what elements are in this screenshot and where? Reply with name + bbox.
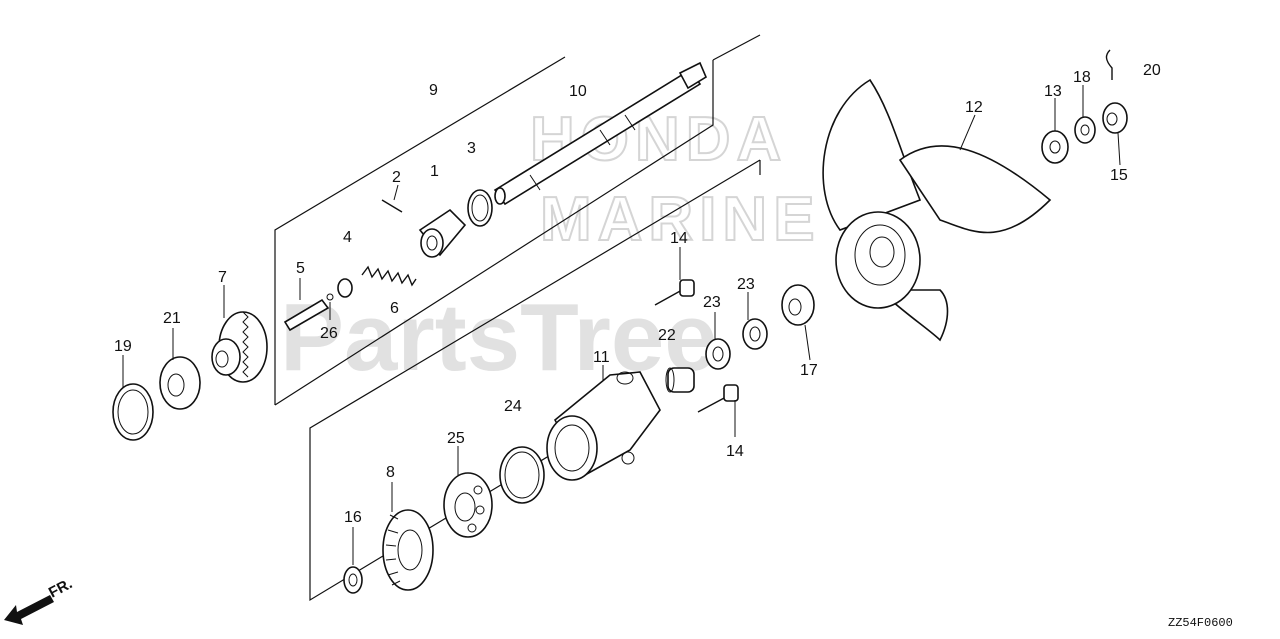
pinion-gear-part [211, 311, 268, 383]
thrust-washer-part-2 [742, 318, 768, 350]
callout-12: 12 [965, 99, 983, 116]
bolt-upper-part [654, 279, 695, 306]
callout-17: 17 [800, 362, 818, 379]
ring-part [467, 189, 493, 227]
spacer-part [781, 284, 815, 326]
front-direction-arrow-icon [4, 595, 54, 625]
watermark-brand-mid: MARINE [540, 185, 821, 254]
callout-16: 16 [344, 509, 362, 526]
callout-23-b: 23 [737, 276, 755, 293]
callout-5: 5 [296, 260, 305, 277]
bearing-housing-part [546, 371, 661, 481]
cotter-pin-part [1105, 49, 1113, 80]
callout-21: 21 [163, 310, 181, 327]
callout-25: 25 [447, 430, 465, 447]
bearing-part [443, 472, 493, 538]
sleeve-part [665, 367, 695, 393]
pin-part [381, 199, 403, 213]
spring-part [361, 265, 417, 287]
prop-washer-part [1041, 130, 1069, 164]
callout-10: 10 [569, 83, 587, 100]
callout-2: 2 [392, 169, 401, 186]
callout-20: 20 [1143, 62, 1161, 79]
propeller-part [822, 78, 1052, 342]
bevel-gear-part [382, 509, 434, 591]
watermark-site: PartsTree [280, 284, 718, 391]
shaft-part [493, 61, 708, 206]
callout-14-lower: 14 [726, 443, 744, 460]
callout-8: 8 [386, 464, 395, 481]
callout-9: 9 [429, 82, 438, 99]
thrust-washer-part [705, 338, 731, 370]
callout-22: 22 [658, 327, 676, 344]
callout-7: 7 [218, 269, 227, 286]
drawing-code: ZZ54F0600 [1168, 616, 1233, 630]
plain-washer-part [1074, 116, 1096, 144]
callout-15: 15 [1110, 167, 1128, 184]
callout-1: 1 [430, 163, 439, 180]
callout-3: 3 [467, 140, 476, 157]
callout-6: 6 [390, 300, 399, 317]
clutch-part [418, 208, 467, 258]
callout-14-upper: 14 [670, 230, 688, 247]
o-ring-part [499, 446, 545, 504]
callout-26: 26 [320, 325, 338, 342]
callout-11: 11 [593, 349, 610, 366]
bolt-lower-part [697, 384, 739, 413]
rod-part [283, 278, 353, 332]
washer-small-part [343, 566, 363, 594]
callout-24: 24 [504, 398, 522, 415]
group-outline-upper [274, 34, 761, 406]
washer-large-part [112, 383, 154, 441]
callout-23-a: 23 [703, 294, 721, 311]
callout-19: 19 [114, 338, 132, 355]
callout-18: 18 [1073, 69, 1091, 86]
bushing-part [159, 356, 201, 410]
callout-4: 4 [343, 229, 352, 246]
castle-nut-part [1102, 102, 1128, 134]
callout-13: 13 [1044, 83, 1062, 100]
leader-lines [122, 85, 1121, 565]
